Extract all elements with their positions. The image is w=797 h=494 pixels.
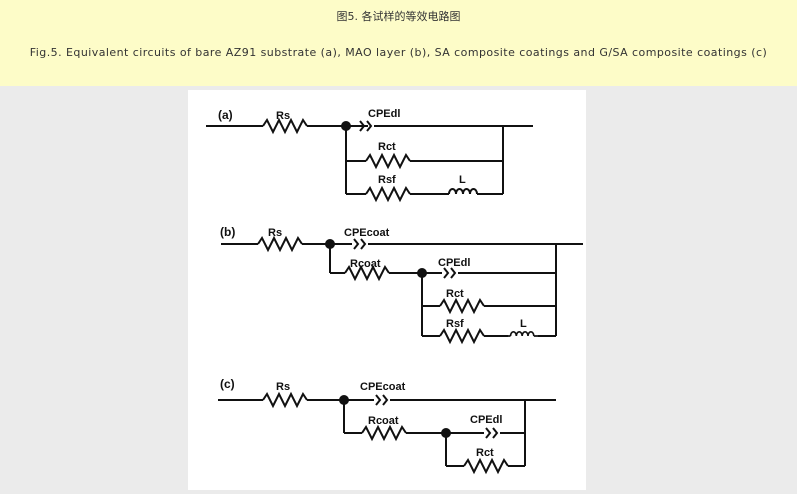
rsf-label-b: Rsf <box>446 318 464 330</box>
panel-label-b: (b) <box>220 225 235 239</box>
l-label-a: L <box>459 174 466 186</box>
circuit-diagrams: (a) Rs CPEdl Rct Rsf L (b) Rs CPE <box>206 108 583 473</box>
cpe-dl-b <box>443 267 456 279</box>
cpe-coat-label-c: CPEcoat <box>360 381 406 393</box>
rs-label-c: Rs <box>276 381 290 393</box>
rct-label-a: Rct <box>378 141 396 153</box>
resistor-rsf-a <box>365 187 411 201</box>
panel-label-c: (c) <box>220 377 235 391</box>
inductor-l-a <box>445 188 483 195</box>
resistor-rct-c <box>463 459 509 473</box>
panel-label-a: (a) <box>218 108 233 122</box>
resistor-rs-c <box>262 393 308 407</box>
cpe-dl-label-b: CPEdl <box>438 257 470 269</box>
rcoat-label-c: Rcoat <box>368 415 399 427</box>
resistor-rct-a <box>365 154 411 168</box>
cpe-dl-label-c: CPEdl <box>470 414 502 426</box>
rct-label-b: Rct <box>446 288 464 300</box>
cpe-coat-label-b: CPEcoat <box>344 227 390 239</box>
caption-box: 图5. 各试样的等效电路图 Fig.5. Equivalent circuits… <box>0 0 797 86</box>
rs-label-a: Rs <box>276 110 290 122</box>
rct-label-c: Rct <box>476 447 494 459</box>
caption-chinese: 图5. 各试样的等效电路图 <box>336 10 461 23</box>
resistor-rcoat-c <box>361 426 407 440</box>
equivalent-circuit-figure: (a) Rs CPEdl Rct Rsf L (b) Rs CPE <box>188 90 586 490</box>
caption-english: Fig.5. Equivalent circuits of bare AZ91 … <box>29 46 768 59</box>
resistor-rsf-b <box>439 329 485 343</box>
resistor-rs-b <box>257 237 303 251</box>
rcoat-label-b: Rcoat <box>350 258 381 270</box>
rs-label-b: Rs <box>268 227 282 239</box>
cpe-dl-label-a: CPEdl <box>368 108 400 120</box>
cpe-coat-b <box>353 238 366 250</box>
circuit-c: (c) Rs CPEcoat Rcoat CPEdl Rct <box>218 377 556 473</box>
rsf-label-a: Rsf <box>378 174 396 186</box>
inductor-l-b <box>507 330 539 337</box>
cpe-dl-c <box>485 427 498 439</box>
l-label-b: L <box>520 318 527 330</box>
resistor-rct-b <box>439 299 485 313</box>
circuit-b: (b) Rs CPEcoat Rcoat CPEdl Rct Rsf <box>220 225 583 343</box>
cpe-coat-c <box>375 394 388 406</box>
circuit-a: (a) Rs CPEdl Rct Rsf L <box>206 108 533 201</box>
